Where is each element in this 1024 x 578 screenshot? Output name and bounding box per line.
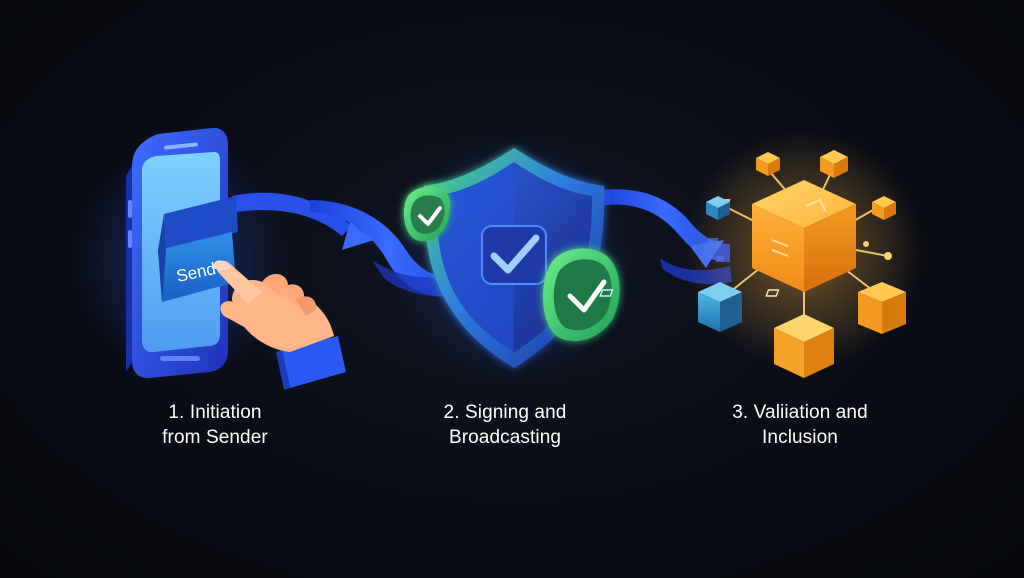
block-cube-small: [820, 150, 848, 178]
block-cube-medium: [774, 314, 834, 378]
main-block-cube: [710, 180, 856, 292]
step-2-label: 2. Signing and Broadcasting: [400, 400, 610, 450]
step-3-label-line-2: Inclusion: [762, 427, 838, 448]
block-cube-small: [872, 196, 896, 220]
phone-send-icon: Send: [70, 127, 290, 380]
step-1-label-line-2: from Sender: [162, 427, 268, 448]
network-node: [884, 252, 892, 260]
check-badge-small-icon: [403, 186, 451, 242]
network-node: [863, 241, 869, 247]
blockchain-cubes-icon: [599, 130, 924, 378]
block-cube-medium: [765, 282, 906, 334]
step-1-label-line-1: 1. Initiation: [168, 402, 262, 423]
step-3-label-line-1: 3. Valiiation and: [732, 402, 868, 423]
check-badge-large-icon: [542, 248, 620, 342]
step-1-label: 1. Initiation from Sender: [120, 400, 310, 450]
pointing-hand-icon: [213, 260, 346, 390]
step-2-label-line-2: Broadcasting: [448, 427, 562, 448]
block-cube-teal: [706, 196, 730, 220]
block-cube-small: [756, 152, 780, 176]
step-3-label: 3. Valiiation and Inclusion: [700, 400, 900, 450]
step-2-label-line-1: 2. Signing and: [443, 402, 567, 423]
block-cube-teal: [599, 282, 742, 332]
